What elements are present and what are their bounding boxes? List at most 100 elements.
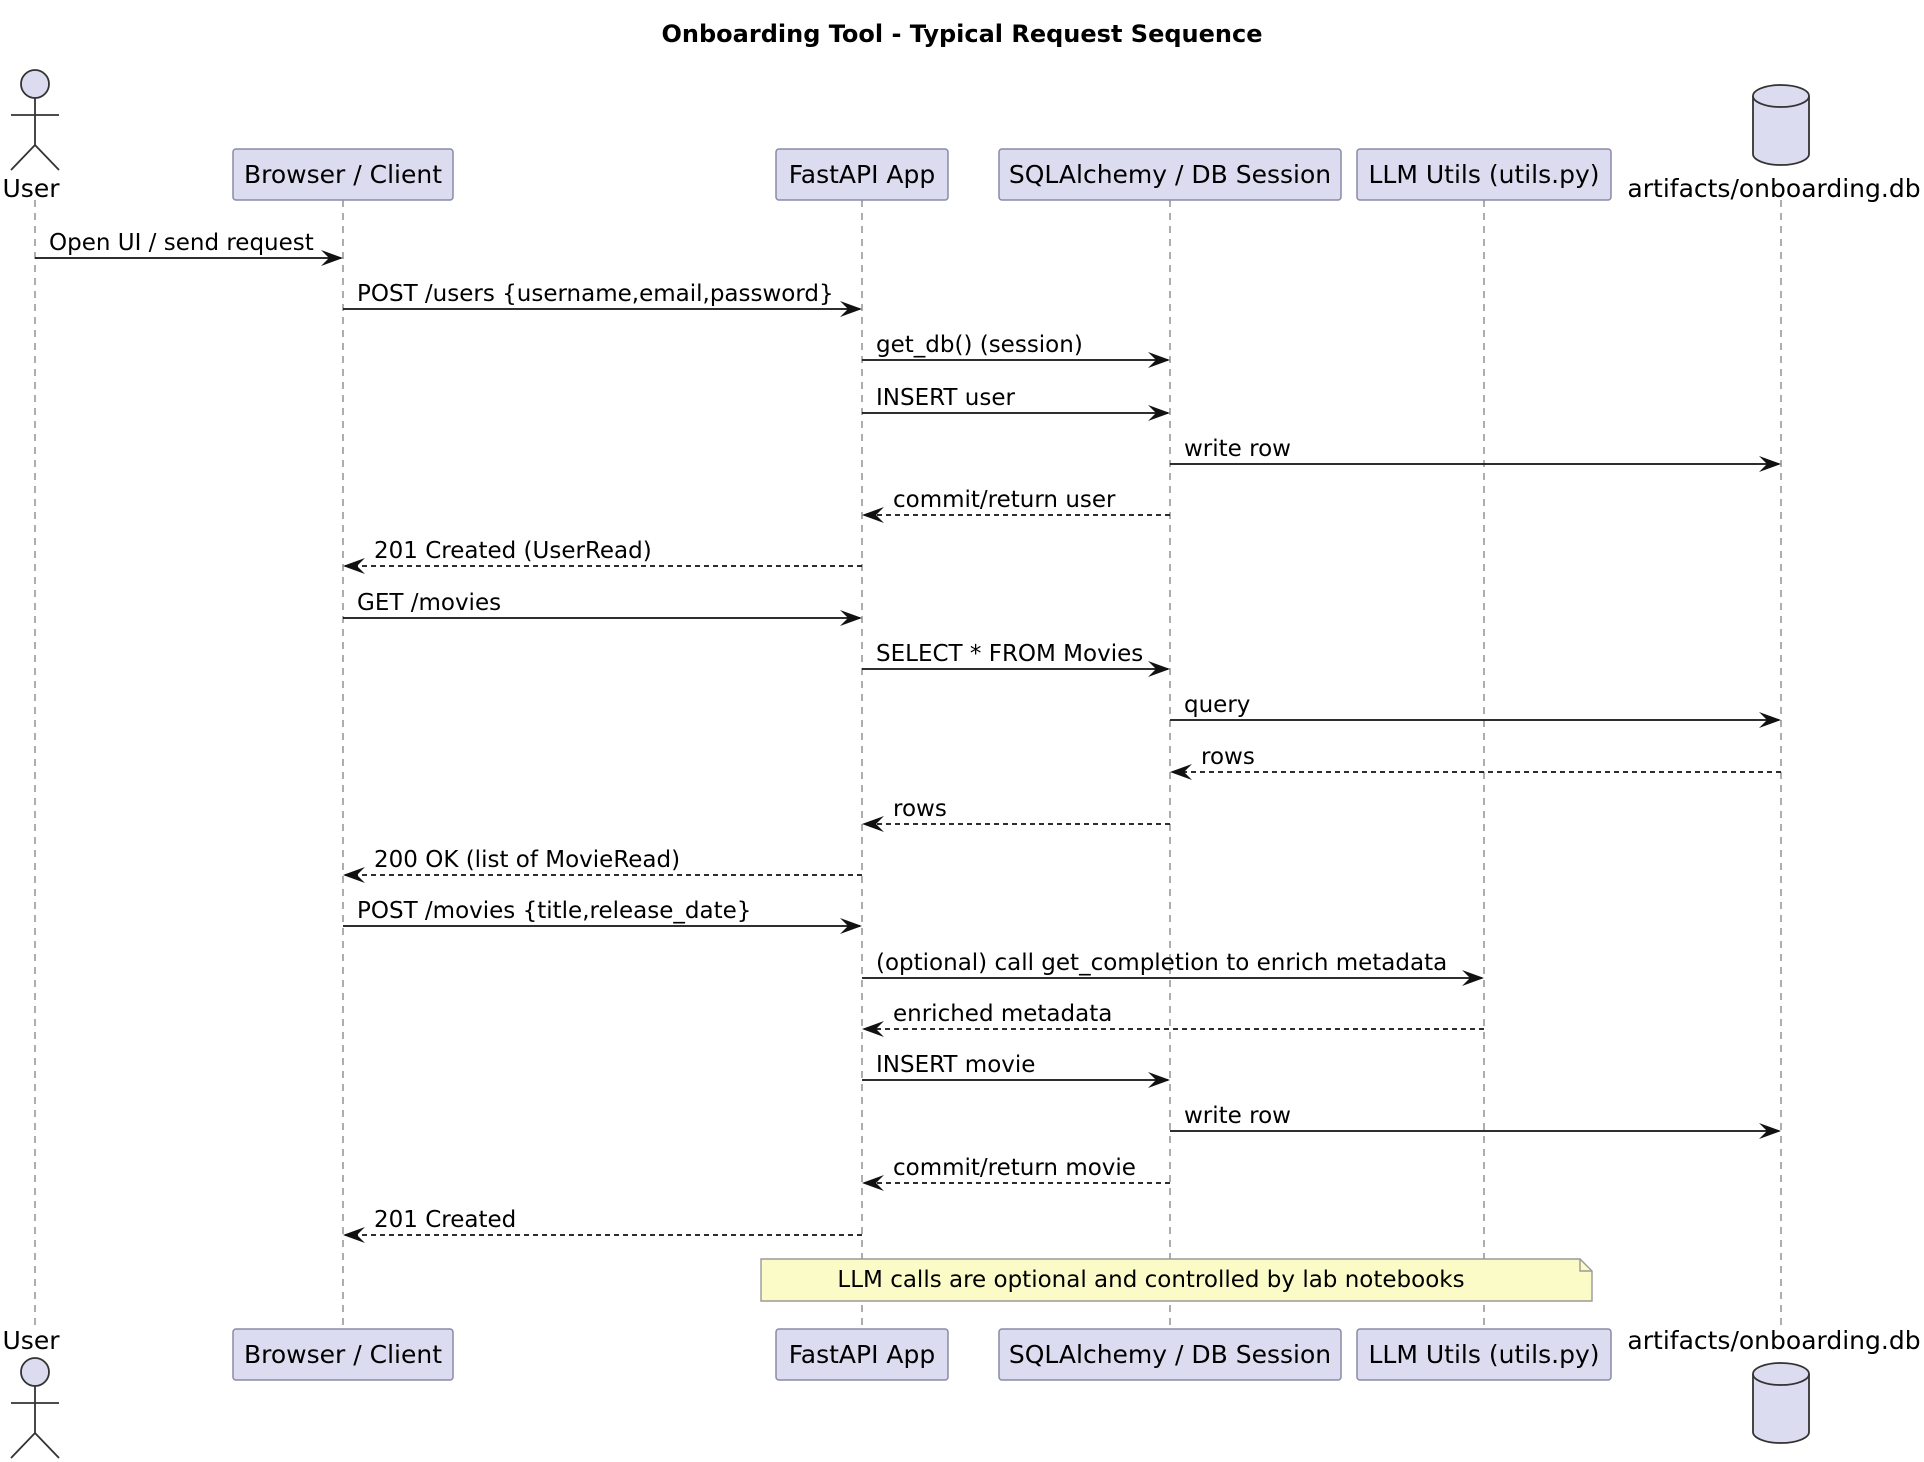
message-arrowhead [1759,712,1781,728]
note-box [760,1258,1593,1302]
message-label: (optional) call get_completion to enrich… [876,950,1447,976]
message: 200 OK (list of MovieRead) [343,847,862,883]
participant-box [775,148,949,201]
note-fold [1579,1259,1592,1272]
message-label: SELECT * FROM Movies [876,641,1143,667]
participant-label: SQLAlchemy / DB Session [1009,1340,1331,1369]
message-arrowhead [1148,1072,1170,1088]
message-arrowhead [862,1021,884,1037]
database-icon [1752,84,1810,166]
participant-label: FastAPI App [789,1340,936,1369]
participant-label: FastAPI App [789,160,936,189]
message-label: POST /movies {title,release_date} [357,898,751,924]
participant-headers-top: User Browser / Client FastAPI App SQLAlchem… [3,69,1921,203]
message-arrowhead [862,816,884,832]
participant-box [998,148,1342,201]
message: rows [862,796,1170,832]
message-label: INSERT movie [876,1052,1035,1078]
message-label: GET /movies [357,590,501,616]
message: POST /users {username,email,password} [343,281,862,317]
participant-label: LLM Utils (utils.py) [1368,160,1599,189]
message-label: 201 Created [374,1207,516,1233]
participant-user-bottom: User [3,1326,61,1459]
participant-llm-bottom: LLM Utils (utils.py) [1356,1328,1612,1381]
message: Open UI / send request [35,230,343,266]
message: SELECT * FROM Movies [862,641,1170,677]
message-arrowhead [862,507,884,523]
note: LLM calls are optional and controlled by… [760,1258,1593,1302]
message-label: 200 OK (list of MovieRead) [374,847,680,873]
participant-label: SQLAlchemy / DB Session [1009,160,1331,189]
participant-db-bottom: artifacts/onboarding.db [1627,1326,1921,1444]
participant-fastapi-top: FastAPI App [775,148,949,201]
participant-headers-bottom: User Browser / Client FastAPI App SQLAlchem… [3,1326,1921,1459]
message-label: write row [1184,1103,1291,1129]
lifelines [34,200,1782,1326]
message: POST /movies {title,release_date} [343,898,862,934]
message-arrowhead [1148,405,1170,421]
note-text: LLM calls are optional and controlled by… [837,1267,1464,1293]
message: write row [1170,1103,1781,1139]
message-arrowhead [343,867,365,883]
actor-icon [10,1357,60,1459]
message: write row [1170,436,1781,472]
participant-user-top: User [3,69,61,203]
message-label: rows [893,796,947,822]
participant-box [775,1328,949,1381]
message-arrowhead [840,918,862,934]
message: INSERT movie [862,1052,1170,1088]
message: commit/return user [862,487,1170,523]
message: query [1170,692,1781,728]
message: (optional) call get_completion to enrich… [862,950,1484,986]
actor-label: User [3,174,61,203]
message: commit/return movie [862,1155,1170,1191]
participant-sqlalchemy-bottom: SQLAlchemy / DB Session [998,1328,1342,1381]
message-label: get_db() (session) [876,332,1083,358]
participant-browser-top: Browser / Client [232,148,454,201]
message: 201 Created [343,1207,862,1243]
message-label: write row [1184,436,1291,462]
participant-box [1356,148,1612,201]
message-label: query [1184,692,1250,718]
message: enriched metadata [862,1001,1484,1037]
message-label: POST /users {username,email,password} [357,281,834,307]
database-icon [1752,1362,1810,1444]
message-arrowhead [840,301,862,317]
participant-box [1356,1328,1612,1381]
message-arrowhead [321,250,343,266]
actor-label: User [3,1326,61,1355]
diagram-title: Onboarding Tool - Typical Request Sequen… [662,20,1263,48]
message-arrowhead [1148,352,1170,368]
database-label: artifacts/onboarding.db [1627,1326,1920,1355]
participant-box [232,1328,454,1381]
message: rows [1170,744,1781,780]
message: get_db() (session) [862,332,1170,368]
message-arrowhead [1759,456,1781,472]
message-label: commit/return movie [893,1155,1136,1181]
participant-label: LLM Utils (utils.py) [1368,1340,1599,1369]
message-arrowhead [1148,661,1170,677]
message-label: enriched metadata [893,1001,1112,1027]
message-arrowhead [1170,764,1192,780]
participant-sqlalchemy-top: SQLAlchemy / DB Session [998,148,1342,201]
participant-box [232,148,454,201]
participant-browser-bottom: Browser / Client [232,1328,454,1381]
message: 201 Created (UserRead) [343,538,862,574]
participant-label: Browser / Client [244,1340,442,1369]
actor-icon [10,69,60,171]
message-label: INSERT user [876,385,1015,411]
participant-llm-top: LLM Utils (utils.py) [1356,148,1612,201]
message-arrowhead [343,558,365,574]
message-arrowhead [840,610,862,626]
message-label: commit/return user [893,487,1116,513]
message-label: Open UI / send request [49,230,314,256]
message-label: rows [1201,744,1255,770]
message: INSERT user [862,385,1170,421]
participant-label: Browser / Client [244,160,442,189]
database-label: artifacts/onboarding.db [1627,174,1920,203]
message-label: 201 Created (UserRead) [374,538,652,564]
message-arrowhead [1759,1123,1781,1139]
message-arrowhead [1462,970,1484,986]
